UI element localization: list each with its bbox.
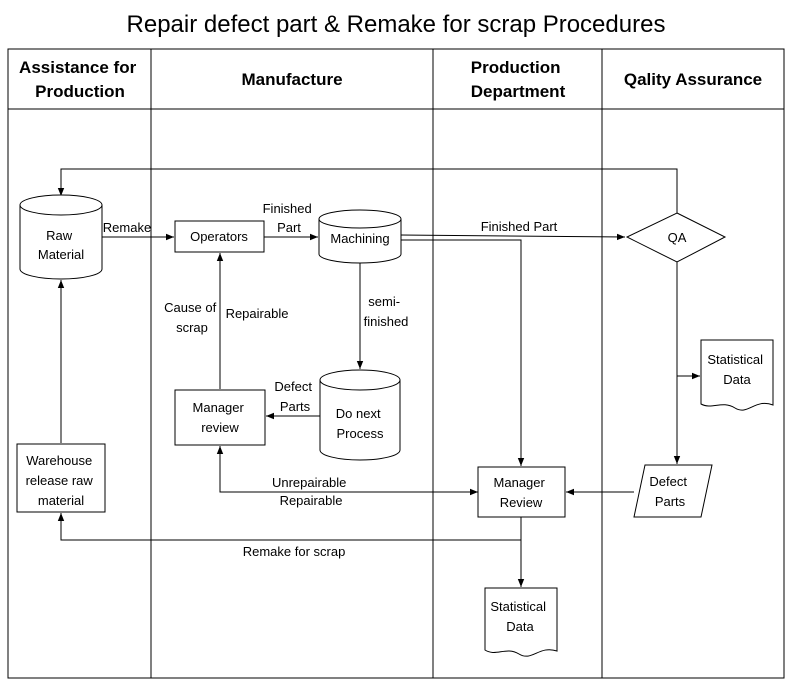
- do-next-process-node: Do next Process: [319, 369, 401, 461]
- machining-node: Machining: [318, 209, 402, 264]
- raw-material-node: Raw Material: [19, 194, 103, 280]
- edge-label-cause-of-scrap: Cause of scrap: [164, 300, 220, 335]
- svg-text:Statistical Data: Statistical Data: [707, 352, 766, 387]
- edge-label-repairable: Repairable: [226, 306, 289, 321]
- svg-text:Operators: Operators: [190, 229, 248, 244]
- statistical-data-production-node: Statistical Data: [484, 587, 558, 657]
- lane-header-assistance: Assistance for Production: [19, 58, 141, 101]
- lane-header-production: Production Department: [471, 58, 566, 101]
- svg-text:Statistical Data: Statistical Data: [490, 599, 549, 634]
- svg-text:Manager Review: Manager Review: [494, 475, 549, 510]
- defect-parts-node: Defect Parts: [633, 464, 713, 518]
- diagram-title: Repair defect part & Remake for scrap Pr…: [127, 11, 666, 38]
- edge-label-remake: Remake: [103, 220, 151, 235]
- svg-text:Defect Parts: Defect Parts: [649, 474, 690, 509]
- svg-text:Manager review: Manager review: [193, 400, 248, 435]
- connectors: [57, 168, 700, 587]
- warehouse-release-node: Warehouse release raw material: [16, 443, 106, 513]
- connector-remake-for-scrap: [57, 513, 522, 541]
- edge-label-semi-finished: semi- finished: [364, 294, 409, 329]
- swimlane-grid: [7, 48, 785, 679]
- svg-text:Warehouse release raw: Warehouse release raw material: [26, 453, 97, 508]
- edge-label-finished-part-qa: Finished Part: [481, 219, 558, 234]
- svg-text:Machining: Machining: [330, 231, 389, 246]
- connector-qa-to-raw-material: [57, 168, 678, 214]
- lane-header-quality: Qality Assurance: [624, 70, 762, 89]
- manager-review-production-node: Manager Review: [477, 466, 566, 518]
- connector-finished-part-qa: [399, 233, 626, 241]
- edge-label-finished-part: Finished Part: [263, 201, 316, 235]
- svg-text:Do next Process: Do next Process: [336, 406, 384, 441]
- connector-machining-to-manager-review: [400, 239, 525, 466]
- qa-decision-node: QA: [625, 212, 727, 263]
- edge-label-defect-parts: Defect Parts: [274, 379, 315, 414]
- svg-text:Raw Material: Raw Material: [38, 228, 84, 262]
- svg-text:QA: QA: [668, 230, 687, 245]
- lane-header-manufacture: Manufacture: [241, 70, 342, 89]
- edge-label-remake-for-scrap: Remake for scrap: [243, 544, 346, 559]
- statistical-data-qa-node: Statistical Data: [700, 339, 774, 411]
- operators-node: Operators: [174, 220, 265, 253]
- manager-review-manufacture-node: Manager review: [174, 389, 266, 446]
- edge-label-unrepairable-repairable: Unrepairable Repairable: [272, 475, 350, 508]
